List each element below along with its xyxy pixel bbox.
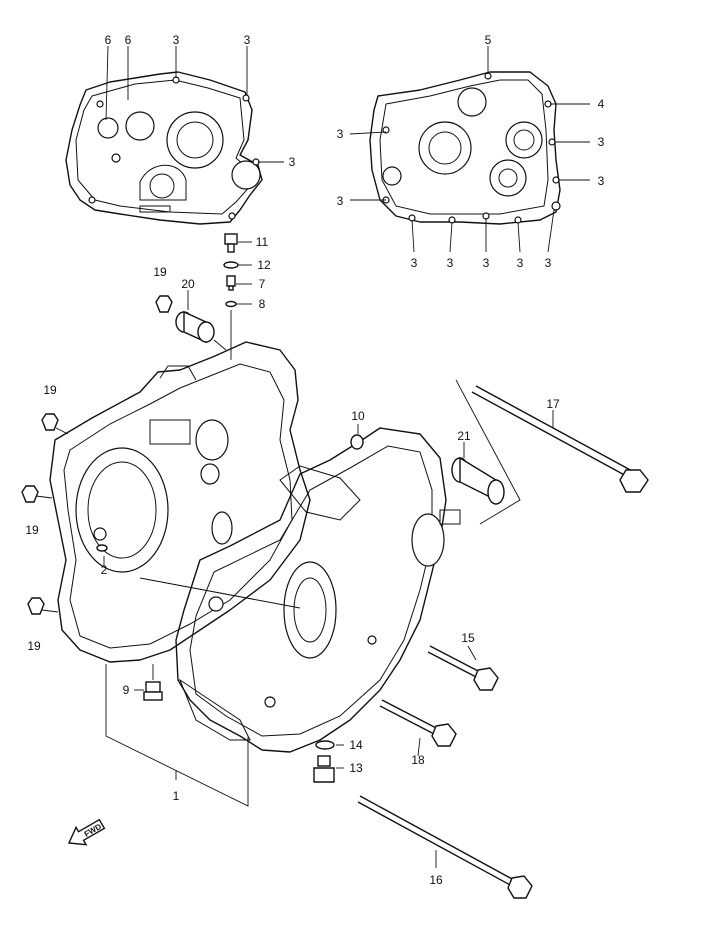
left-crankcase-inner-view [65, 71, 263, 225]
callout-1: 1 [173, 789, 180, 803]
callout-3-b2: 3 [447, 256, 454, 270]
leader-3-b5 [547, 209, 555, 253]
callout-19d: 19 [27, 639, 41, 653]
bracket-assembly-1 [105, 664, 249, 807]
callout-13: 13 [349, 761, 363, 775]
oil-jet-part [226, 275, 236, 291]
callout-10: 10 [351, 409, 365, 423]
callout-3-b5: 3 [545, 256, 552, 270]
callout-6b: 6 [125, 33, 132, 47]
callout-labels: 6 6 3 3 3 5 4 3 3 3 3 3 3 3 3 3 11 12 7 … [25, 33, 604, 887]
bushing-20-part [175, 310, 215, 344]
bolt-18-part [379, 699, 457, 747]
leader-6a [105, 45, 109, 121]
callout-11: 11 [256, 235, 269, 249]
leader-3-trl1 [349, 131, 387, 135]
callout-3-b3: 3 [483, 256, 490, 270]
callout-7: 7 [259, 277, 266, 291]
callout-16: 16 [429, 873, 443, 887]
bushing-21-part [451, 456, 505, 505]
callout-19a: 19 [153, 265, 167, 279]
nut-19-left-2 [21, 485, 39, 503]
callout-17: 17 [546, 397, 560, 411]
nut-19-left-3 [27, 597, 45, 615]
callout-14: 14 [349, 738, 363, 752]
callout-12: 12 [257, 258, 271, 272]
callout-3-trr2: 3 [598, 174, 605, 188]
callout-9: 9 [123, 683, 130, 697]
nut-19-upper [155, 295, 173, 313]
callout-6a: 6 [105, 33, 112, 47]
bracket-17-21 [455, 379, 521, 525]
callout-4: 4 [598, 97, 605, 111]
callout-20: 20 [181, 277, 195, 291]
o-ring-10-part [350, 434, 364, 450]
callout-2: 2 [101, 563, 108, 577]
callout-19c: 19 [25, 523, 39, 537]
callout-3-trr1: 3 [598, 135, 605, 149]
callout-18: 18 [411, 753, 425, 767]
drain-plug-9-part [143, 681, 163, 701]
gasket-14-part [315, 740, 335, 750]
long-bolt-17-part [471, 385, 649, 493]
callout-3-b1: 3 [411, 256, 418, 270]
callout-3-tl2: 3 [244, 33, 251, 47]
main-crankcase-assembly [49, 341, 461, 753]
leader-3-b1 [411, 219, 415, 253]
bolt-15-part [427, 645, 499, 691]
small-o-ring-part [225, 300, 237, 308]
callout-8: 8 [259, 297, 266, 311]
nut-19-left-1 [41, 413, 59, 431]
callout-5: 5 [485, 33, 492, 47]
leader-3-b4 [517, 221, 521, 253]
callout-15: 15 [461, 631, 475, 645]
leader-3-b2 [449, 221, 453, 253]
right-crankcase-inner-view [369, 71, 561, 225]
dowel-pin-part [96, 544, 108, 566]
callout-3-tl1: 3 [173, 33, 180, 47]
o-ring-part [223, 261, 239, 269]
forward-arrow-icon: FWD [67, 818, 106, 846]
callout-3-b4: 3 [517, 256, 524, 270]
callout-3-trl1: 3 [337, 127, 344, 141]
callout-3-trl2: 3 [337, 194, 344, 208]
plug-13-part [313, 755, 335, 783]
long-bolt-16-part [357, 795, 533, 899]
callout-21: 21 [457, 429, 471, 443]
callout-19b: 19 [43, 383, 57, 397]
callout-3-tl3: 3 [289, 155, 296, 169]
oil-jet-bolt-part [224, 233, 238, 253]
